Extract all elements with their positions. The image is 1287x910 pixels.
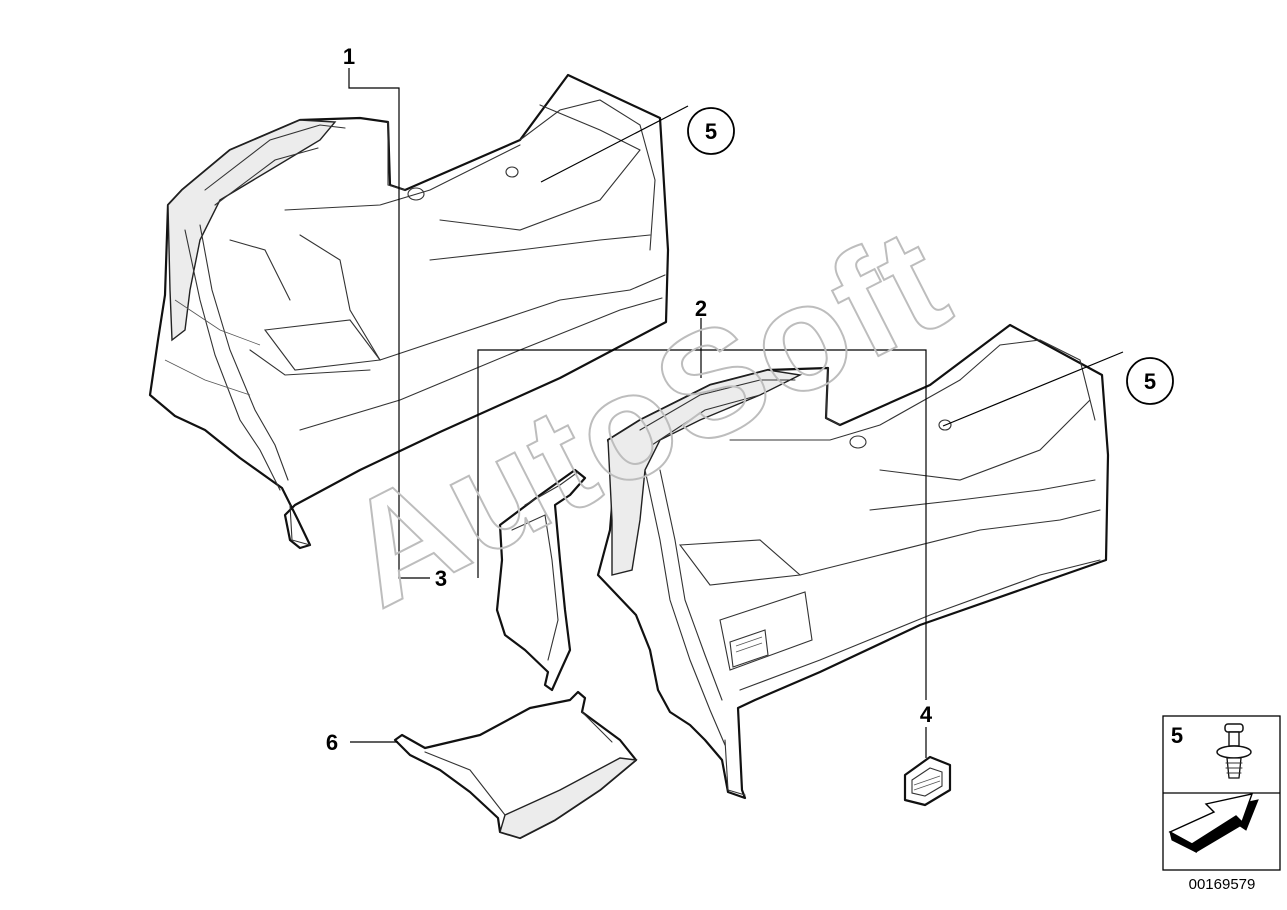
part-1-left-trunk-trim[interactable]: [148, 73, 670, 550]
diagram-id: 00169579: [1189, 876, 1256, 893]
callout-5-lower[interactable]: 5: [1126, 357, 1174, 405]
part-3-side-trim-bracket[interactable]: [495, 468, 587, 692]
callouts: 1 2 3 4 6 5 5: [326, 44, 1174, 755]
part-6-sill-cover[interactable]: [393, 690, 638, 840]
callout-5-upper-label: 5: [705, 119, 717, 144]
part-4-vent-grille[interactable]: [903, 755, 952, 807]
legend: 5: [1162, 715, 1281, 871]
leader-lines: [348, 68, 1124, 758]
callout-3[interactable]: 3: [435, 566, 447, 591]
direction-arrow-icon: [1168, 793, 1259, 854]
callout-4[interactable]: 4: [920, 702, 933, 727]
callout-5-upper[interactable]: 5: [687, 107, 735, 155]
part-2-right-trunk-trim[interactable]: [596, 323, 1110, 800]
callout-1[interactable]: 1: [343, 44, 355, 69]
callout-6[interactable]: 6: [326, 730, 338, 755]
callout-5-lower-label: 5: [1144, 369, 1156, 394]
push-clip-rivet-icon: [1216, 723, 1252, 779]
legend-item-number: 5: [1171, 723, 1183, 748]
callout-2[interactable]: 2: [695, 296, 707, 321]
